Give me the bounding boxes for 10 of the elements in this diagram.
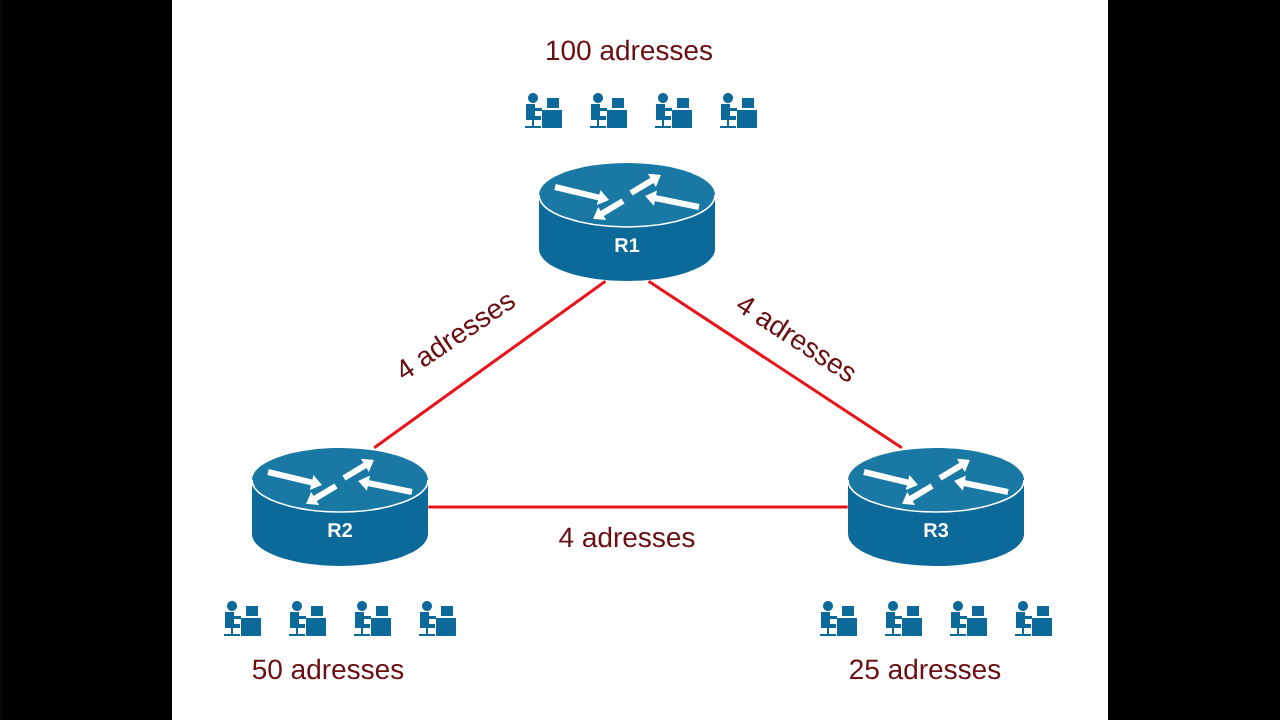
link-line (647, 280, 903, 449)
edge-label: 4 adresses (557, 525, 697, 549)
router: R1 (538, 163, 716, 281)
router: R3 (847, 448, 1025, 566)
address-count: 100 adresses (547, 39, 712, 61)
link-line (373, 280, 607, 449)
router: R2 (251, 448, 429, 566)
address-count: 50 adresses (252, 658, 404, 680)
address-count: 25 adresses (850, 658, 1001, 680)
link-line (428, 505, 848, 509)
